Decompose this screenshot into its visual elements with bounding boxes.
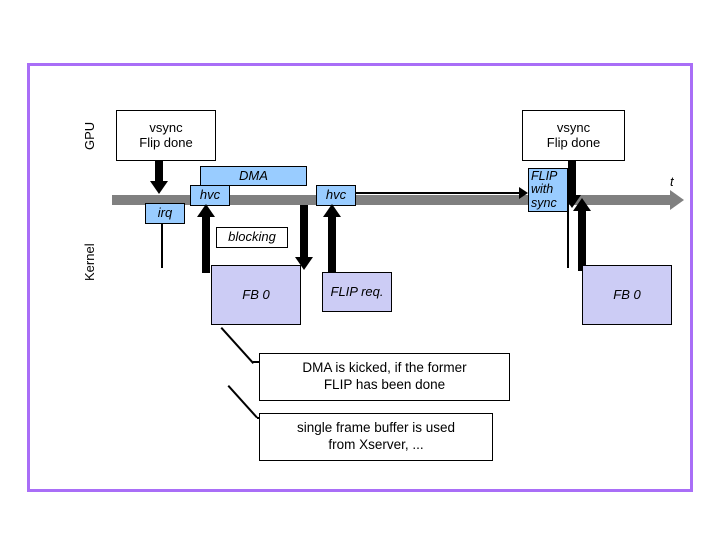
note-box-single-framebuffer: single frame buffer is used from Xserver…: [259, 413, 493, 461]
vsync-flip-done-box-2: vsync Flip done: [522, 110, 625, 161]
timeline-axis: [112, 195, 672, 205]
timeline-event-irq[interactable]: irq: [145, 203, 185, 224]
kernel-box-fb0-right: FB 0: [582, 265, 672, 325]
vsync2-drop-line: [567, 200, 569, 268]
flip-line-2: with: [531, 182, 554, 197]
vsync-flip-done-box-1: vsync Flip done: [116, 110, 216, 161]
timeline-arrow-head: [670, 190, 684, 210]
hvc2-to-flip-arrowhead: [519, 187, 528, 199]
kernel-box-fb0-left: FB 0: [211, 265, 301, 325]
slide-frame: [27, 63, 693, 492]
kernel-box-blocking: blocking: [216, 227, 288, 248]
vsync-label: vsync: [149, 119, 183, 135]
vsync-label: vsync: [556, 119, 591, 135]
note-line-1: single frame buffer is used: [296, 420, 456, 436]
swimlane-label-gpu: GPU: [82, 121, 97, 150]
flip-done-label: Flip done: [546, 134, 601, 150]
irq-drop-line: [161, 224, 163, 268]
timeline-event-hvc-2[interactable]: hvc: [316, 185, 356, 206]
timeline-event-flip-with-sync[interactable]: FLIP with sync: [528, 168, 568, 212]
hvc2-to-flip-line: [356, 192, 522, 194]
note-line-2: from Xserver, ...: [328, 437, 424, 452]
timeline-event-hvc-1[interactable]: hvc: [190, 185, 230, 206]
time-axis-label: t: [670, 174, 674, 189]
note-line-1: DMA is kicked, if the former: [302, 360, 467, 376]
timeline-event-dma[interactable]: DMA: [200, 166, 307, 186]
flip-line-1: FLIP: [531, 169, 558, 184]
flip-done-label: Flip done: [139, 134, 193, 150]
flip-line-3: sync: [531, 195, 557, 210]
note-box-dma-kicked: DMA is kicked, if the former FLIP has be…: [259, 353, 510, 401]
swimlane-label-kernel: Kernel: [82, 243, 97, 281]
note-line-2: FLIP has been done: [323, 377, 446, 392]
kernel-box-flip-req: FLIP req.: [322, 272, 392, 312]
